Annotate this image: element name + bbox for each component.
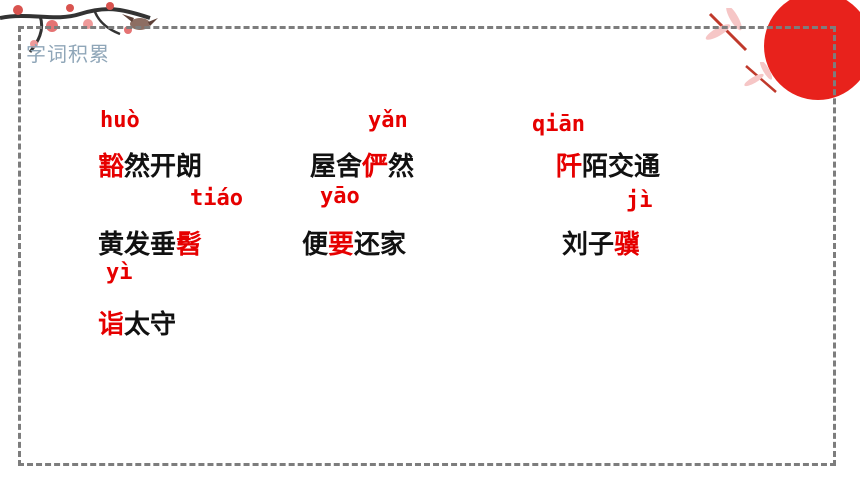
highlighted-char: 豁 [98,152,125,182]
highlighted-char: 阡 [556,152,583,182]
highlighted-char: 诣 [98,310,125,340]
pinyin-label: yāo [320,184,360,209]
pinyin-label: tiáo [190,186,243,211]
highlighted-char: 要 [328,230,355,260]
vocab-word: 黄发垂髫 [98,230,203,260]
vocab-word: 阡陌交通 [556,152,661,182]
dragonfly-icon [744,62,777,93]
highlighted-char: 俨 [362,152,389,182]
section-title: 字词积累 [26,42,110,66]
vocab-word: 屋舍俨然 [310,152,415,182]
red-sun-icon [764,0,860,100]
vocab-word: 刘子骥 [562,230,641,260]
vocab-word: 便要还家 [302,230,407,260]
highlighted-char: 髫 [176,230,203,260]
vocab-word: 豁然开朗 [98,152,203,182]
vocab-word: 诣太守 [98,310,177,340]
pinyin-label: huò [100,108,140,133]
pinyin-label: jì [626,188,653,213]
plum-blossom-branch-icon [0,2,151,53]
highlighted-char: 骥 [614,230,641,260]
content-frame [18,26,836,466]
pinyin-label: yǎn [368,108,408,133]
pinyin-label: yì [106,260,133,285]
pinyin-label: qiān [532,112,585,137]
